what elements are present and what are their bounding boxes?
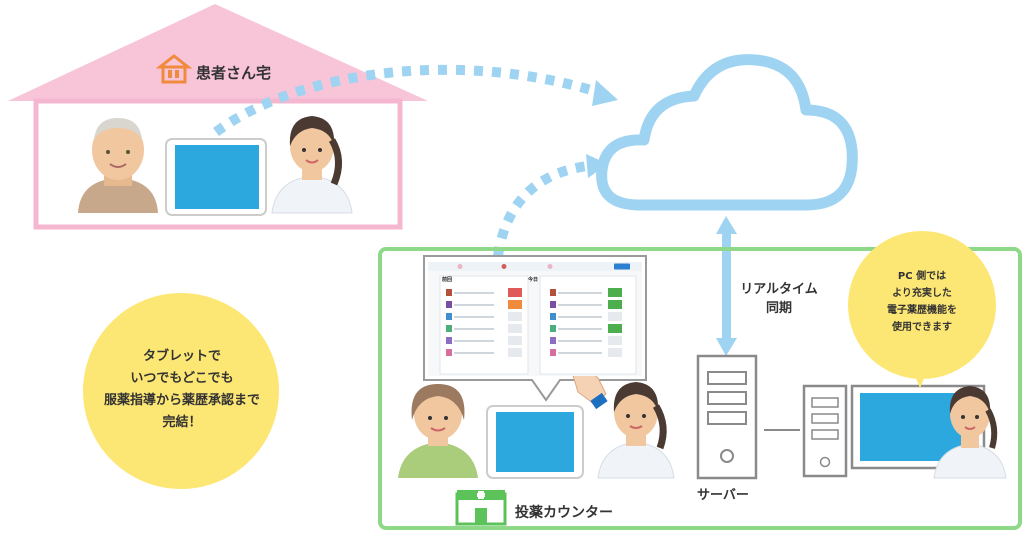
pharmacist-pc-figure xyxy=(933,386,1007,479)
server-icon xyxy=(696,354,758,480)
pharmacy-frame xyxy=(378,247,1022,530)
arrow-home-to-cloud xyxy=(213,64,618,137)
tablet-feature-line: タブレットで xyxy=(142,349,221,364)
sync-label-line2: 同期 xyxy=(765,301,792,316)
pharmacist-home-figure xyxy=(271,116,353,214)
tablet-feature-line: 服薬指導から薬歴承認まで xyxy=(103,393,260,408)
pharmacy-store-icon xyxy=(455,490,507,526)
elderly-patient-figure xyxy=(78,118,158,213)
pc-feature-line: 使用できます xyxy=(892,322,952,333)
pc-tower-icon xyxy=(802,384,848,478)
screen-today-header: 今日 xyxy=(528,277,539,283)
home-tablet xyxy=(165,138,267,216)
sync-label: リアルタイム 同期 xyxy=(733,280,825,318)
tablet-feature-text: タブレットで いつでもどこでも 服薬指導から薬歴承認まで 完結！ xyxy=(96,346,268,434)
pc-feature-line: PC 側では xyxy=(897,271,947,282)
server-label: サーバー xyxy=(697,488,749,503)
home-label: 患者さん宅 xyxy=(196,64,272,82)
house-roof xyxy=(8,4,428,101)
pharmacist-counter-figure xyxy=(597,382,675,479)
pharmacy-tablet xyxy=(486,405,584,479)
tablet-feature-line: 完結！ xyxy=(162,415,202,430)
pc-feature-text: PC 側では より充実した 電子薬歴機能を 使用できます xyxy=(852,268,992,336)
pc-feature-line: より充実した xyxy=(892,288,952,299)
patient-pharmacy-figure xyxy=(398,384,478,478)
cloud xyxy=(596,54,858,211)
tablet-feature-line: いつでもどこでも xyxy=(130,371,234,386)
sync-label-line1: リアルタイム xyxy=(740,282,818,297)
home-icon xyxy=(155,54,193,84)
screen-previous-header: 前回 xyxy=(442,277,453,283)
pc-feature-line: 電子薬歴機能を xyxy=(887,305,957,316)
tablet-feature-bubble xyxy=(83,293,279,489)
app-screen-preview: 前回 今日 xyxy=(428,262,642,376)
pc-feature-bubble xyxy=(848,231,996,388)
pharmacy-counter-label: 投薬カウンター xyxy=(515,505,613,521)
arrow-pharmacy-to-cloud xyxy=(493,154,608,257)
sync-arrow xyxy=(716,216,737,356)
app-screen-graphic xyxy=(428,262,642,376)
